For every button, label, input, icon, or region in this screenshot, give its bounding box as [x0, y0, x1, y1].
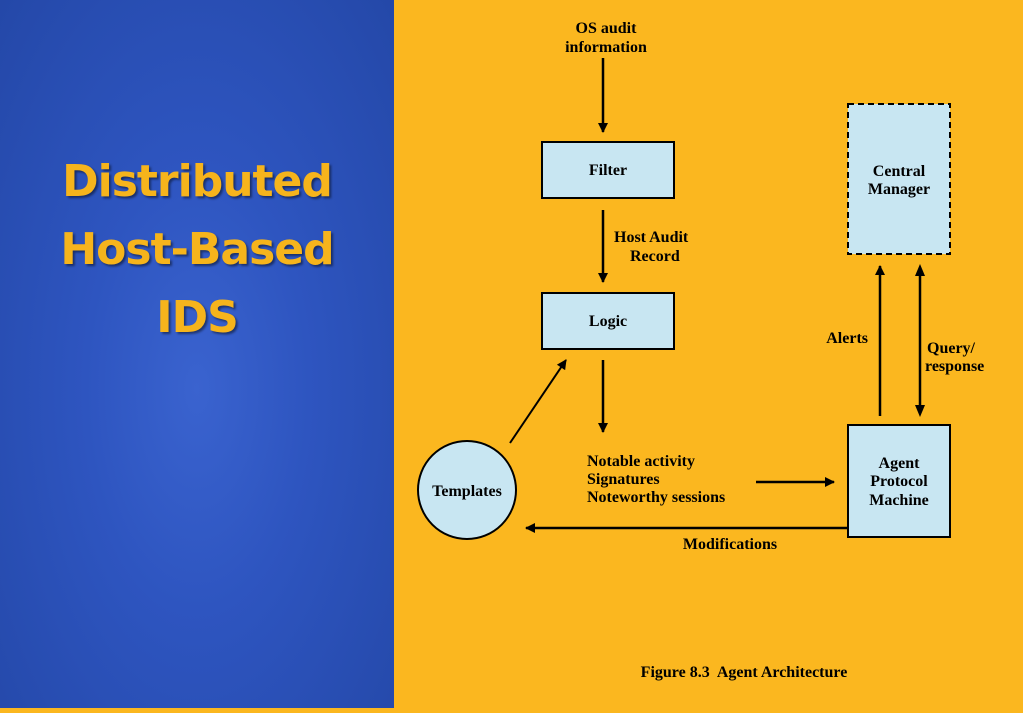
agent-label-line-1: Agent — [879, 455, 921, 472]
filter-label: Filter — [589, 162, 627, 179]
agent-architecture-diagram: OS audit information Filter Host Audit R… — [417, 20, 984, 681]
query-arrowhead-up — [915, 264, 925, 276]
slide-title-line-3: IDS — [156, 292, 239, 343]
input-label-line-2: information — [565, 39, 647, 56]
alerts-label: Alerts — [826, 330, 868, 347]
response-arrowhead-down — [915, 405, 925, 417]
central-manager-box: Central Manager — [847, 103, 951, 255]
noteworthy-sessions-label: Noteworthy sessions — [587, 489, 725, 506]
agent-protocol-machine-box: Agent Protocol Machine — [847, 424, 951, 538]
notable-activity-label: Notable activity — [587, 453, 695, 470]
templates-to-logic-arrow — [509, 359, 567, 444]
left-title-panel: Distributed Host-Based IDS — [0, 0, 394, 708]
central-manager-label-line-1: Central — [873, 163, 926, 180]
templates-label: Templates — [432, 483, 502, 500]
query-label-line-2: response — [925, 358, 984, 375]
modifications-label: Modifications — [683, 536, 777, 553]
signatures-label: Signatures — [587, 471, 660, 488]
agent-label-line-3: Machine — [869, 492, 929, 509]
agent-label-line-2: Protocol — [870, 473, 928, 490]
filter-box: Filter — [541, 141, 675, 199]
central-manager-label-line-2: Manager — [868, 181, 930, 198]
diagram-panel: OS audit information Filter Host Audit R… — [394, 0, 1023, 708]
templates-circle: Templates — [417, 440, 517, 540]
slide-title-line-1: Distributed — [62, 156, 333, 207]
host-audit-label-line-1: Host Audit — [614, 229, 689, 246]
slide-title-line-2: Host-Based — [60, 224, 334, 275]
query-label-line-1: Query/ — [927, 340, 976, 357]
host-audit-label-line-2: Record — [630, 248, 680, 265]
figure-caption: Figure 8.3 Agent Architecture — [641, 664, 848, 681]
logic-label: Logic — [589, 313, 627, 330]
input-label-line-1: OS audit — [576, 20, 638, 37]
logic-box: Logic — [541, 292, 675, 350]
slide-title: Distributed Host-Based IDS — [0, 148, 394, 352]
